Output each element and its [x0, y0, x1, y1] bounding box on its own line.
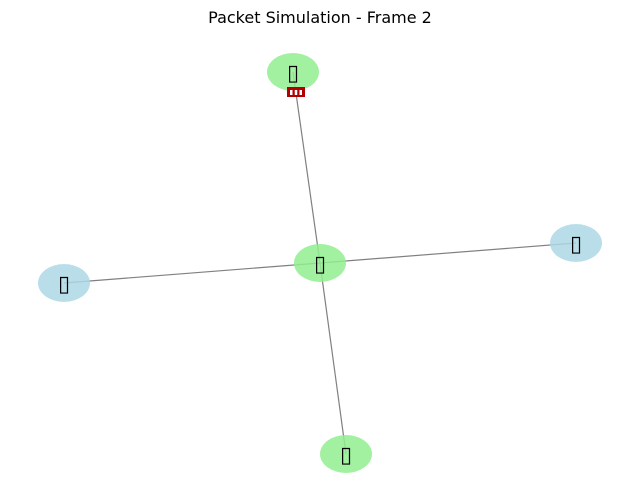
node-top: ▯ — [267, 53, 319, 91]
missing-glyph-icon: ▯ — [340, 443, 352, 468]
missing-glyph-icon: ▯ — [570, 232, 582, 257]
missing-glyph-icon: ▯ — [58, 272, 70, 297]
node-center: ▯ — [294, 244, 346, 282]
node-right: ▯ — [550, 224, 602, 262]
packet-slot-1 — [290, 90, 293, 95]
missing-glyph-icon: ▯ — [314, 252, 326, 277]
edges-layer — [63, 71, 577, 455]
packets-layer — [287, 87, 305, 97]
missing-glyph-icon: ▯ — [287, 61, 299, 86]
node-bottom: ▯ — [320, 435, 372, 473]
packet-icon — [287, 87, 305, 97]
edge-center-top — [292, 71, 321, 264]
edge-center-right — [319, 242, 577, 264]
nodes-layer: ▯ ▯ ▯ ▯ ▯ — [38, 53, 602, 473]
packet-slot-2 — [294, 90, 298, 95]
edge-center-left — [63, 262, 321, 284]
node-left-circle — [38, 264, 90, 302]
node-right-circle — [550, 224, 602, 262]
node-top-circle — [267, 53, 319, 91]
node-left: ▯ — [38, 264, 90, 302]
packet-slot-3 — [299, 90, 302, 95]
node-center-circle — [294, 244, 346, 282]
diagram-title: Packet Simulation - Frame 2 — [208, 8, 432, 27]
edge-center-bottom — [319, 262, 347, 455]
node-bottom-circle — [320, 435, 372, 473]
